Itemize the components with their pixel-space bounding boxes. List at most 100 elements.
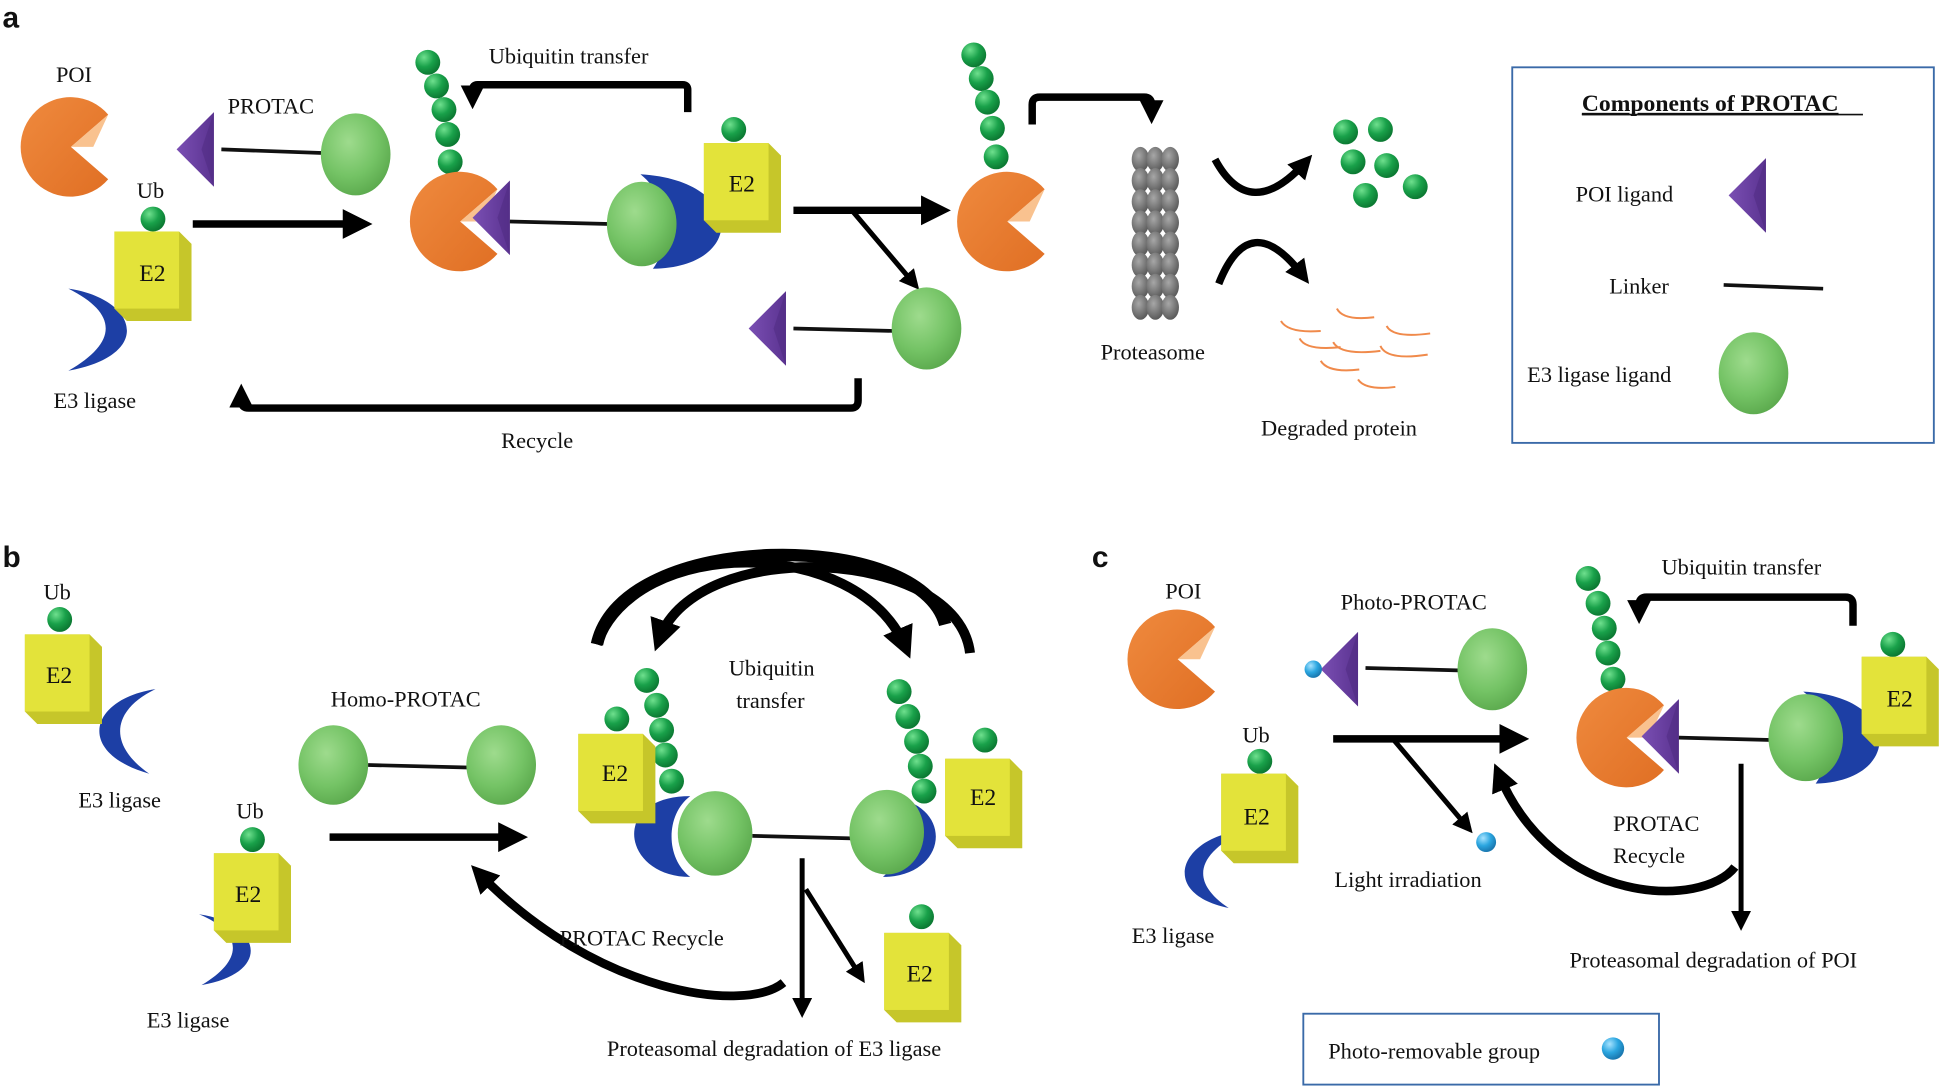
e3-ligase-icon — [1184, 830, 1244, 909]
ubiquitin-transfer-label: Ubiquitin transfer — [489, 44, 649, 69]
ubiquitin-icon — [1880, 631, 1906, 657]
proteasome-subunit — [1146, 210, 1165, 236]
proteasome-subunit — [1146, 273, 1165, 299]
polyubiquitin-chain-icon — [1575, 566, 1626, 692]
proteasome-subunit — [1146, 252, 1165, 278]
e2-label: E2 — [1887, 687, 1913, 713]
proteasome-subunit — [1146, 231, 1165, 257]
ub-label: Ub — [44, 580, 71, 605]
proteasome-subunit — [1146, 168, 1165, 193]
polyubiquitin-chain-icon — [886, 679, 937, 804]
ternary-complex: E2 — [409, 49, 781, 272]
recycle-label: Recycle — [1613, 843, 1685, 868]
proteasome-subunit — [1131, 231, 1150, 257]
polyubiquitin-chain-icon — [415, 49, 463, 175]
e2-label: E2 — [729, 172, 755, 198]
proteasome-label: Proteasome — [1101, 340, 1205, 365]
ubiquitin-transfer-arrow — [1627, 593, 1857, 626]
proteasome-subunit — [1146, 294, 1165, 320]
e2-label: E2 — [139, 261, 165, 287]
protac-label: PROTAC — [1613, 811, 1699, 836]
e3-ligase-ligand-icon — [606, 181, 677, 267]
proteasome-subunit — [1131, 252, 1150, 278]
proteasome-subunit — [1131, 189, 1150, 215]
ubiquitin-label: Ubiquitin — [729, 655, 815, 680]
protac-release-arrow — [849, 208, 920, 290]
ubiquitin-transfer-arrow — [460, 80, 692, 113]
ubiquitin-icon — [721, 117, 747, 142]
poi-label: POI — [1165, 578, 1201, 603]
proteasome-subunit — [1161, 168, 1179, 193]
degraded-protein-label: Degraded protein — [1261, 415, 1417, 440]
polyubiquitin-chain-icon — [634, 667, 684, 794]
photo-removable-group-icon — [1601, 1037, 1625, 1060]
proteasome-subunit — [1146, 189, 1165, 215]
peptide-release-arrow — [1215, 238, 1310, 286]
e3-ligase-label: E3 ligase — [1132, 923, 1215, 948]
transfer-label: transfer — [736, 688, 805, 713]
recycle-label: Recycle — [501, 428, 573, 453]
legend-title: Components of PROTAC — [1582, 91, 1839, 117]
proteasome-subunit — [1131, 273, 1150, 299]
photo-protac-label: Photo-PROTAC — [1341, 590, 1487, 615]
degraded-protein-icon — [1280, 308, 1431, 389]
proteasome-subunit — [1131, 294, 1150, 320]
legend-e3-ligand-label: E3 ligase ligand — [1527, 362, 1671, 387]
e3-ligase-label: E3 ligase — [53, 388, 136, 413]
photo-protac-molecule-icon — [1304, 628, 1528, 711]
light-irradiation-label: Light irradiation — [1334, 867, 1481, 892]
protac-recycle-label: PROTAC Recycle — [560, 925, 724, 950]
e2-label: E2 — [1244, 805, 1270, 831]
ubiquitin-transfer-arrow-right — [650, 562, 975, 654]
proteasome-subunit — [1161, 252, 1179, 278]
ubiquitin-release-arrow — [1211, 154, 1313, 197]
poi-icon — [1127, 609, 1216, 710]
ubiquitin-transfer-arrow-center — [592, 557, 913, 659]
proteasome-subunit — [1161, 210, 1179, 236]
e2-label: E2 — [46, 663, 72, 689]
ubiquitin-icon — [140, 206, 166, 232]
e3-ligase-label: E3 ligase — [147, 1007, 230, 1032]
protac-molecule-icon — [176, 112, 391, 196]
homo-protac-label: Homo-PROTAC — [331, 687, 481, 712]
ubiquitin-icon — [240, 827, 265, 853]
legend-photo-group-label: Photo-removable group — [1328, 1038, 1540, 1063]
proteasome-subunit — [1161, 231, 1179, 257]
poi-icon — [20, 97, 109, 197]
e2-label: E2 — [235, 882, 261, 908]
released-photo-group-icon — [1476, 832, 1497, 853]
proteasome-subunit — [1161, 273, 1179, 299]
ubiquitin-transfer-label: Ubiquitin transfer — [1661, 555, 1821, 580]
e2-label: E2 — [970, 785, 996, 811]
linker-icon — [1723, 283, 1824, 291]
legend-linker-label: Linker — [1609, 274, 1669, 299]
panel-letter-a: a — [2, 2, 19, 35]
e3-ligase-label: E3 ligase — [78, 787, 161, 812]
protac-recycle-arrow — [1492, 763, 1739, 896]
photo-removable-legend: Photo-removable group — [1302, 1012, 1660, 1086]
ternary-complex — [1575, 566, 1939, 788]
ubiquitin-icon — [604, 706, 630, 732]
proteasome-subunit — [1131, 146, 1150, 172]
degradation-label: Proteasomal degradation of POI — [1569, 948, 1857, 973]
legend-poi-ligand-label: POI ligand — [1576, 182, 1674, 207]
homo-protac-complex — [578, 667, 1023, 877]
poi-label: POI — [56, 62, 92, 87]
to-proteasome-arrow — [1028, 93, 1164, 125]
light-irradiation-arrow — [1390, 737, 1473, 834]
panel-letter-c: c — [1092, 541, 1109, 574]
free-ubiquitin-icon — [1333, 117, 1428, 208]
proteasome-subunit — [1131, 168, 1150, 193]
e3-ligase-icon — [68, 288, 127, 371]
homo-protac-icon — [298, 725, 537, 805]
panel-a: a POI PROTAC Ub E2 E3 ligase — [2, 2, 1935, 453]
recycle-arrow — [229, 378, 862, 412]
photo-removable-group-icon — [1304, 660, 1322, 678]
e2-label: E2 — [602, 761, 628, 787]
ubiquitinated-poi — [957, 42, 1045, 272]
ub-label: Ub — [137, 178, 164, 203]
proteasome-icon — [1131, 146, 1179, 320]
proteasome-subunit — [1161, 294, 1179, 320]
ub-label-2: Ub — [236, 798, 263, 823]
